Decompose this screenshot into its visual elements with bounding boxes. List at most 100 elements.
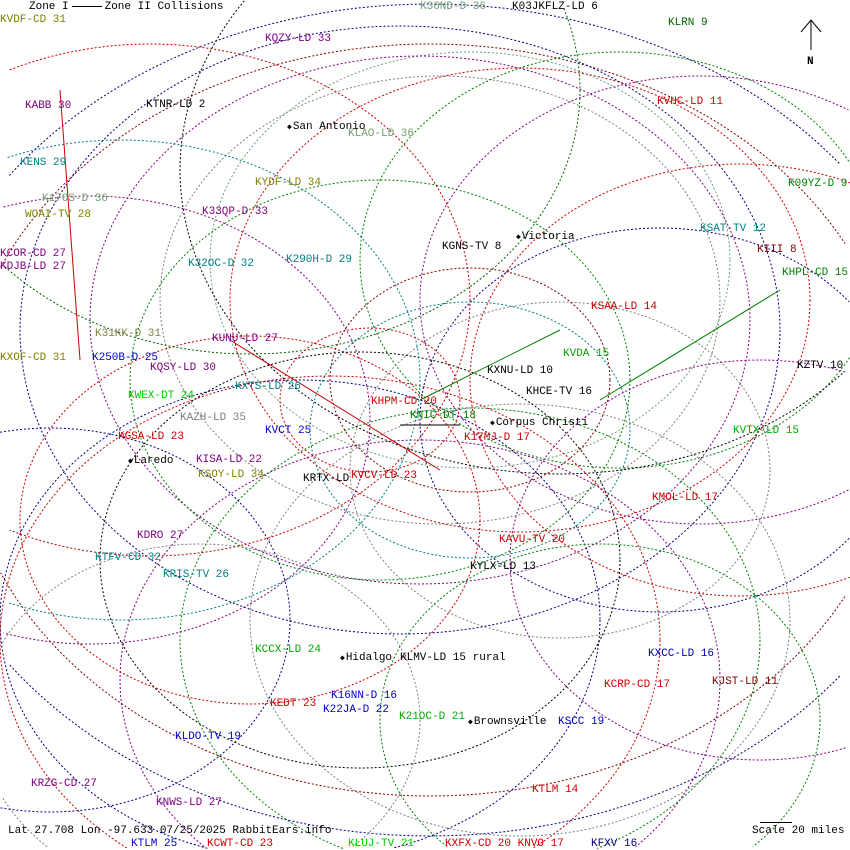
contour-segment bbox=[419, 329, 561, 401]
station-label[interactable]: KUNU-LD 27 bbox=[212, 333, 279, 345]
station-label[interactable]: K290H-D 29 bbox=[286, 254, 353, 266]
coverage-contour bbox=[99, 351, 621, 769]
coverage-contour bbox=[7, 139, 421, 381]
station-label[interactable]: KAZH-LD 35 bbox=[180, 412, 247, 424]
station-label[interactable]: KISA-LD 22 bbox=[196, 454, 263, 466]
station-label[interactable]: KXFX-CD 20 KNVO 17 bbox=[445, 838, 564, 850]
contour-segment bbox=[229, 339, 441, 471]
station-label[interactable]: K36ND-D 36 bbox=[420, 1, 487, 13]
station-label[interactable]: KQSY-LD 30 bbox=[150, 362, 217, 374]
station-label[interactable]: KGNS-TV 8 bbox=[442, 241, 502, 253]
station-label[interactable]: KLRN 9 bbox=[668, 17, 708, 29]
station-label[interactable]: K16NN-D 16 bbox=[331, 690, 398, 702]
station-label[interactable]: KRZG-CD 27 bbox=[31, 778, 98, 790]
station-label[interactable]: K250B-D 25 bbox=[92, 352, 159, 364]
station-label[interactable]: KVTX-LD 15 bbox=[733, 425, 800, 437]
station-label[interactable]: KSOY-LD 34 bbox=[198, 469, 265, 481]
station-label[interactable]: KNIC-DT 18 bbox=[410, 410, 477, 422]
location-footer: Lat 27.708 Lon -97.633 07/25/2025 Rabbit… bbox=[8, 825, 332, 837]
station-label[interactable]: K31KK-D 31 bbox=[95, 328, 162, 340]
station-label[interactable]: KXOF-CD 31 bbox=[0, 352, 67, 364]
coverage-contour bbox=[419, 227, 850, 613]
coverage-contour bbox=[419, 75, 849, 525]
station-label[interactable]: KGSA-LD 23 bbox=[118, 431, 185, 443]
station-label[interactable]: KENS 29 bbox=[20, 157, 67, 169]
station-label[interactable]: KYDF-LD 34 bbox=[255, 177, 322, 189]
station-label[interactable]: KVCT 25 bbox=[265, 425, 312, 437]
station-label[interactable]: KCRP-CD 17 bbox=[604, 679, 671, 691]
coverage-contour bbox=[532, 639, 661, 849]
station-label[interactable]: KMOL-LD 17 bbox=[652, 492, 719, 504]
station-label[interactable]: KVHC-LD 11 bbox=[657, 96, 724, 108]
contour-segment bbox=[59, 89, 81, 361]
station-label[interactable]: K17OS-D 36 bbox=[42, 193, 109, 205]
station-label[interactable]: KCWT-CD 23 bbox=[207, 838, 274, 850]
coverage-contour bbox=[0, 375, 661, 849]
station-label[interactable]: KRTX-LD bbox=[303, 473, 350, 485]
station-label[interactable]: K33QP-D 33 bbox=[202, 206, 269, 218]
station-label[interactable]: KNWS-LD 27 bbox=[156, 797, 223, 809]
station-label[interactable]: KJST-LD 11 bbox=[712, 676, 779, 688]
legend-zone1: Zone I bbox=[29, 1, 69, 13]
station-label[interactable]: KSAA-LD 14 bbox=[591, 301, 658, 313]
station-label[interactable]: K09YZ-D 9 bbox=[788, 178, 848, 190]
station-label[interactable]: KEDT 23 bbox=[270, 698, 317, 710]
coverage-contour bbox=[179, 407, 761, 849]
city-marker: Hidalgo bbox=[340, 652, 392, 665]
station-label[interactable]: KXCC-LD 16 bbox=[648, 648, 715, 660]
station-label[interactable]: KSCC 19 bbox=[558, 716, 605, 728]
station-label[interactable]: KCOR-CD 27 bbox=[0, 248, 67, 260]
coverage-contour bbox=[8, 3, 841, 176]
station-label[interactable]: KVDA 15 bbox=[563, 348, 610, 360]
station-label[interactable]: K22JA-D 22 bbox=[323, 704, 390, 716]
station-label[interactable]: KHPL-CD 15 bbox=[782, 267, 849, 279]
station-label[interactable]: KXNU-LD 10 bbox=[487, 365, 554, 377]
station-label[interactable]: KDJB-LD 27 bbox=[0, 261, 67, 273]
coverage-contour bbox=[1, 796, 48, 847]
station-label[interactable]: KCCX-LD 24 bbox=[255, 644, 322, 656]
station-label[interactable]: KXTS-LD 26 bbox=[235, 381, 302, 393]
coverage-contour bbox=[159, 75, 721, 525]
coverage-contour bbox=[89, 55, 751, 585]
station-label[interactable]: KTLM 25 bbox=[131, 838, 178, 850]
station-label[interactable]: K17MJ-D 17 bbox=[464, 432, 531, 444]
station-label[interactable]: KVDF-CD 31 bbox=[0, 14, 67, 26]
coverage-contour bbox=[359, 51, 850, 469]
station-label[interactable]: KTNR-LD 2 bbox=[146, 99, 206, 111]
scale-bar bbox=[760, 822, 792, 823]
station-label[interactable]: WOAI-TV 28 bbox=[25, 209, 92, 221]
coverage-contour bbox=[329, 267, 611, 493]
station-label[interactable]: KHCE-TV 16 bbox=[526, 386, 593, 398]
coverage-contour bbox=[19, 335, 481, 705]
station-label[interactable]: KLUJ-TV 21 bbox=[348, 838, 415, 850]
coverage-contour bbox=[349, 301, 771, 639]
station-label[interactable]: KYLX-LD 13 bbox=[470, 561, 537, 573]
station-label[interactable]: KTLM 14 bbox=[532, 784, 579, 796]
station-label[interactable]: KVCV-LD 23 bbox=[351, 470, 418, 482]
station-label[interactable]: KZTV 10 bbox=[797, 360, 844, 372]
legend-collisions: Collisions bbox=[157, 1, 224, 13]
city-marker: San Antonio bbox=[287, 121, 366, 134]
station-label[interactable]: K21OC-D 21 bbox=[399, 711, 466, 723]
station-label[interactable]: KWEX-DT 24 bbox=[128, 390, 195, 402]
coverage-contour bbox=[3, 195, 371, 421]
coverage-contour bbox=[129, 179, 631, 581]
station-label[interactable]: K32OC-D 32 bbox=[188, 258, 255, 270]
station-label[interactable]: KRIS-TV 26 bbox=[163, 569, 230, 581]
station-label[interactable]: KABB 30 bbox=[25, 100, 72, 112]
station-label[interactable]: K03JKFLZ-LD 6 bbox=[512, 1, 598, 13]
station-label[interactable]: KIII 8 bbox=[757, 244, 797, 256]
station-label[interactable]: KSAT-TV 12 bbox=[700, 223, 767, 235]
station-label[interactable]: KTFV-CD 32 bbox=[95, 552, 162, 564]
station-label[interactable]: KHPM-CD 20 bbox=[371, 396, 438, 408]
station-label[interactable]: KAVU-TV 20 bbox=[499, 534, 566, 546]
station-label[interactable]: KDRO 27 bbox=[137, 530, 184, 542]
station-label[interactable]: KFXV 16 bbox=[591, 838, 638, 850]
coverage-contour bbox=[352, 719, 421, 847]
station-label[interactable]: KQZY-LD 33 bbox=[265, 33, 332, 45]
north-arrow-icon: N bbox=[798, 18, 824, 68]
station-label[interactable]: KLMV-LD 15 rural bbox=[400, 652, 506, 664]
station-label[interactable]: KLDO-TV 19 bbox=[175, 731, 242, 743]
